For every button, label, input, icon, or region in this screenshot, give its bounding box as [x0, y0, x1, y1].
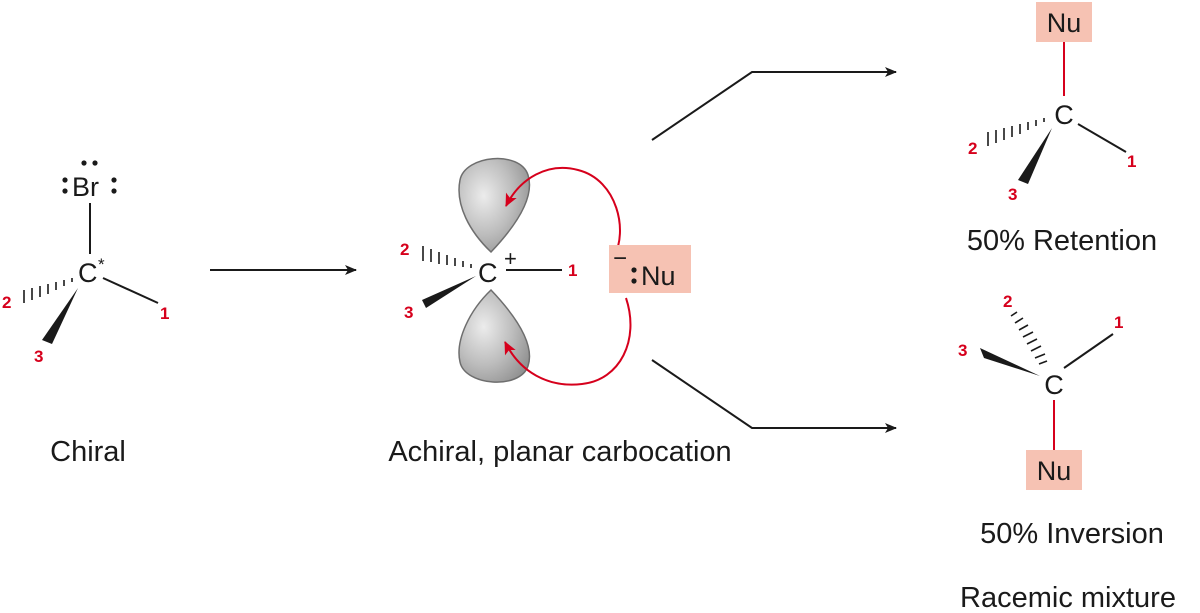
substituent-1-label: 1 — [1114, 313, 1123, 332]
substituent-1-label: 1 — [1127, 152, 1136, 171]
inversion-nu-label: Nu — [1037, 456, 1072, 486]
substituent-3-label: 3 — [958, 341, 967, 360]
p-orbital-upper-lobe — [458, 157, 531, 254]
retention-carbon: C — [1054, 100, 1074, 130]
inversion-caption: 50% Inversion — [980, 518, 1164, 550]
nucleophile: − Nu — [609, 245, 691, 293]
br-lone-pairs — [62, 160, 117, 194]
bottom-face-attack-arrow — [504, 297, 632, 386]
inversion-product: 2 1 3 C Nu — [958, 292, 1123, 490]
retention-pathway-arrow — [651, 67, 897, 141]
bond-to-1 — [1063, 333, 1114, 369]
chiral-caption: Chiral — [50, 436, 126, 468]
hashed-bond-to-2 — [422, 246, 472, 268]
substituent-2-label: 2 — [400, 240, 409, 259]
nucleophile-charge: − — [613, 245, 627, 272]
substituent-1-label: 1 — [160, 304, 169, 323]
substituent-3-label: 3 — [1008, 185, 1017, 204]
inversion-nu-box — [1026, 450, 1082, 490]
top-face-attack-arrow — [505, 166, 621, 257]
substituent-2-label: 2 — [2, 293, 11, 312]
hashed-bond-to-2 — [1010, 311, 1048, 365]
racemic-caption: Racemic mixture — [960, 582, 1176, 613]
positive-charge: + — [504, 246, 517, 271]
carbocation-carbon: C — [478, 258, 498, 288]
wedge-bond-to-3 — [42, 288, 78, 344]
carbocation-caption: Achiral, planar carbocation — [388, 436, 731, 468]
wedge-bond-to-3 — [980, 348, 1040, 376]
chiral-carbon: C — [78, 258, 98, 288]
bond-to-1 — [102, 277, 159, 304]
substituent-2-label: 2 — [1003, 292, 1012, 311]
carbocation: C + 1 2 3 — [400, 157, 632, 386]
retention-product: Nu C 1 2 3 — [968, 2, 1136, 204]
p-orbital-lower-lobe — [458, 288, 531, 383]
substituent-2-label: 2 — [968, 139, 977, 158]
nucleophile-label: Nu — [641, 261, 676, 291]
hashed-bond-to-2 — [23, 278, 73, 303]
inversion-pathway-arrow — [651, 359, 897, 433]
inversion-carbon: C — [1044, 370, 1064, 400]
hashed-bond-to-2 — [987, 118, 1045, 146]
wedge-bond-to-3 — [422, 276, 476, 308]
wedge-bond-to-3 — [1018, 128, 1052, 184]
nucleophile-box — [609, 245, 691, 293]
substituent-3-label: 3 — [404, 303, 413, 322]
substituent-1-label: 1 — [568, 261, 577, 280]
nucleophile-lone-pair — [631, 267, 637, 284]
stereocenter-asterisk: * — [98, 255, 105, 274]
substituent-3-label: 3 — [34, 347, 43, 366]
bond-to-1 — [1077, 123, 1127, 153]
retention-nu-label: Nu — [1047, 8, 1082, 38]
chiral-molecule: Br C * 1 2 3 — [2, 160, 169, 366]
retention-nu-box — [1036, 2, 1092, 42]
br-atom: Br — [72, 172, 99, 202]
retention-caption: 50% Retention — [967, 225, 1157, 257]
